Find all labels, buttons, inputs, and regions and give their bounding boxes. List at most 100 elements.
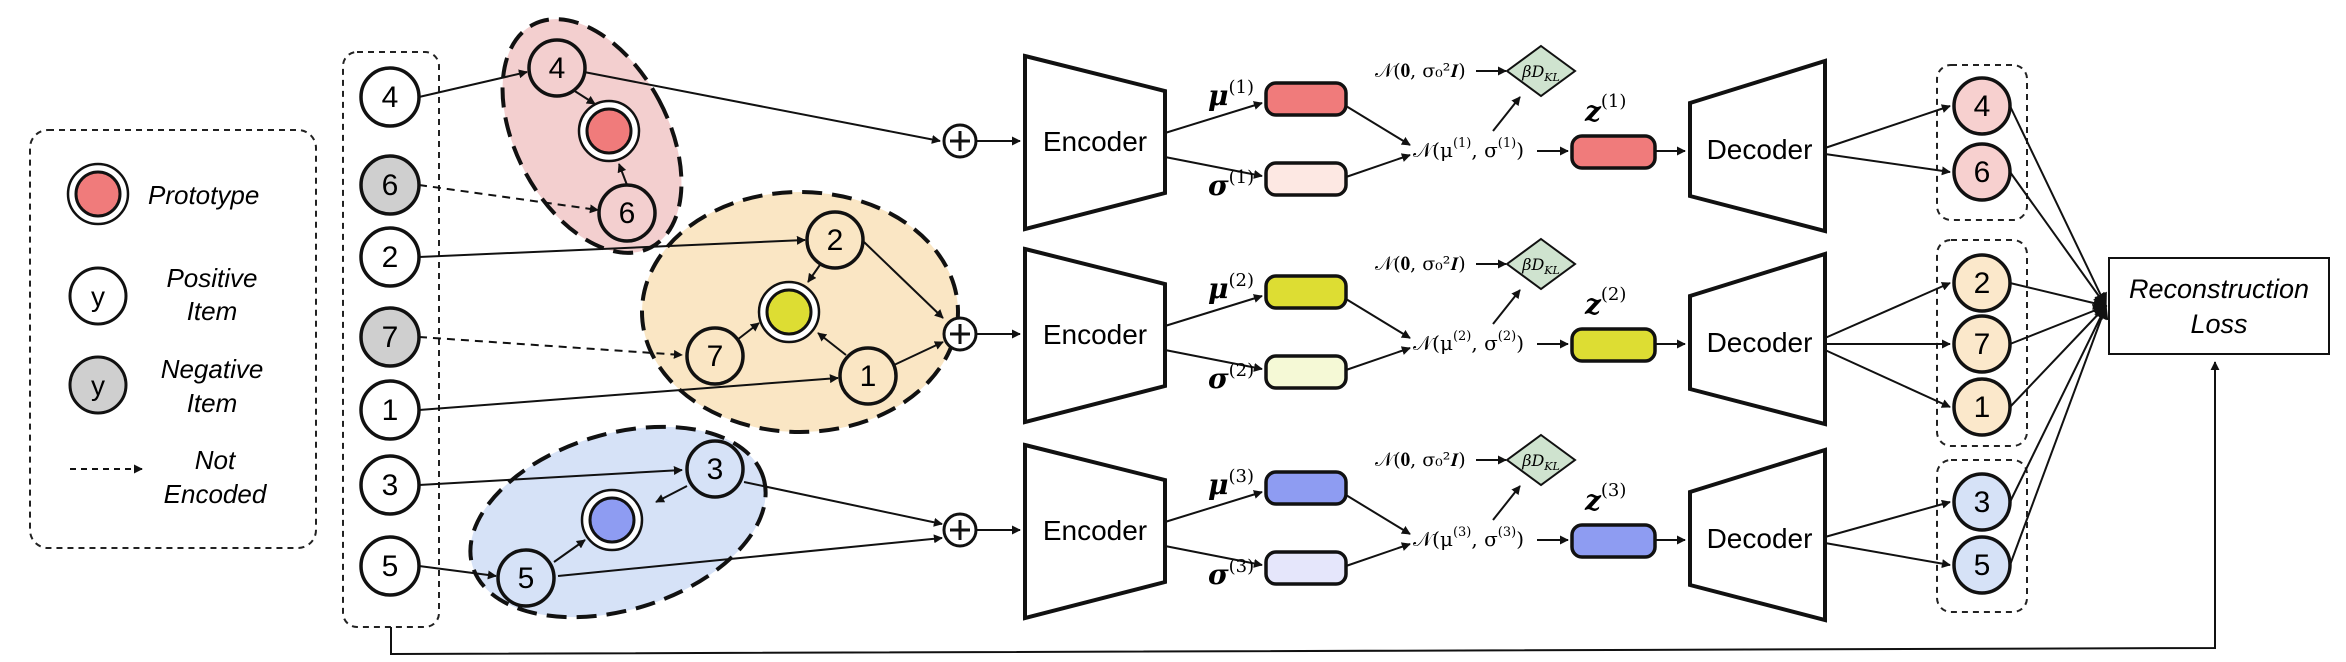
output-node-3: 3 [1952, 472, 2012, 532]
posterior-distribution-1: 𝒩(μ(1), σ(1)) [1413, 136, 1524, 162]
edge-sigma-dist-1 [1345, 153, 1411, 178]
edge-dist-kl-3 [1492, 485, 1521, 521]
edge-decoder-out-5 [1824, 542, 1951, 569]
cluster-2-node-1-circle [838, 346, 898, 406]
latent-vector-3 [1570, 523, 1657, 559]
cluster-3-prototype-inner [588, 496, 636, 544]
list-item-1: 1 [359, 379, 421, 441]
prototype-legend-icon-inner [74, 170, 122, 218]
edge-dist-kl-1 [1492, 96, 1521, 132]
output-node-5: 5 [1952, 535, 2012, 595]
legend-positive-line2: Item [187, 296, 238, 326]
edge-out-loss-3 [2009, 304, 2107, 503]
decoder-label-2: Decoder [1707, 327, 1813, 358]
positive-item-legend-icon [68, 266, 128, 326]
mu-vector-3 [1264, 470, 1348, 506]
edge-3-proto3 [655, 485, 688, 503]
cluster-3-node-5-circle [496, 548, 556, 608]
item-list-box [342, 51, 440, 628]
sigma-vector-2 [1264, 354, 1348, 390]
edge-dist-kl-2 [1492, 289, 1521, 325]
edge-encoder-sigma-1 [1164, 156, 1263, 179]
prior-distribution-2: 𝒩(𝟎, σ₀²𝑰) [1375, 253, 1466, 275]
output-group-3: 35 [1824, 304, 2109, 613]
cluster-2-node-7-label: 7 [707, 340, 724, 373]
edge-mu-dist-3 [1345, 494, 1411, 535]
output-node-7-label: 7 [1974, 328, 1991, 361]
sigma-superscript-1: (1) [1229, 167, 1255, 188]
output-node-6: 6 [1952, 142, 2012, 202]
sigma-label-1: σ(1) [1208, 167, 1254, 202]
edge-7-proto2 [736, 322, 760, 341]
edge-out-loss-4 [2009, 105, 2107, 308]
mu-label-1: μ(1) [1208, 77, 1254, 112]
sigma-symbol-1: σ [1208, 169, 1229, 202]
edge-list-2-cluster [418, 235, 806, 258]
cluster-1-node-6-circle [597, 183, 657, 243]
output-box-3 [1936, 459, 2028, 613]
output-node-4-label: 4 [1974, 90, 1991, 123]
mu-symbol-1: μ [1208, 79, 1229, 112]
edge-encoder-mu-1 [1164, 101, 1263, 134]
edge-list-5-cluster [418, 565, 497, 580]
output-node-2: 2 [1952, 253, 2012, 313]
posterior-distribution-3: 𝒩(μ(3), σ(3)) [1413, 525, 1524, 551]
list-item-2-label: 2 [382, 241, 399, 274]
encoder-1 [1023, 53, 1167, 232]
cluster-2-node-7-circle [685, 326, 745, 386]
mu-vector-1 [1264, 81, 1348, 117]
edge-decoder-out-3 [1824, 499, 1951, 538]
list-item-6: 6 [359, 154, 421, 216]
edge-decoder-out-1 [1824, 349, 1951, 408]
cluster-3-node-5: 5 [496, 548, 556, 608]
output-node-6-label: 6 [1974, 156, 1991, 189]
list-item-4-label: 4 [382, 81, 399, 114]
edge-out-loss-5 [2009, 304, 2109, 566]
edge-list-6-cluster [418, 184, 599, 214]
output-group-2: 271 [1824, 239, 2108, 447]
mu-superscript-1: (1) [1229, 77, 1255, 98]
encoder-label-3: Encoder [1043, 515, 1147, 546]
list-item-4: 4 [359, 66, 421, 128]
mu-symbol-3: μ [1208, 468, 1229, 501]
cluster-2-node-2-circle [805, 210, 865, 270]
reconstruction-loss-box [2108, 257, 2330, 355]
edge-out-loss-1 [2009, 304, 2107, 408]
edge-4-plus1 [583, 71, 941, 144]
encoder-2 [1023, 246, 1167, 425]
legend-positive-line1: Positive [166, 263, 257, 293]
decoder-label-1: Decoder [1707, 134, 1813, 165]
legend: Prototype y Positive Item y Negative Ite… [29, 129, 317, 549]
sigma-label-2: σ(2) [1208, 360, 1254, 395]
cluster-1-node-4-label: 4 [549, 52, 566, 85]
cluster-3-prototype [580, 488, 644, 552]
edge-2-plus2 [863, 241, 944, 319]
edge-out-loss-7 [2009, 304, 2108, 345]
edge-encoder-sigma-2 [1164, 349, 1263, 372]
kl-label-3: βDKL [1521, 451, 1560, 473]
kl-label-1: βDKL [1521, 62, 1560, 84]
edge-5-plus3 [557, 534, 943, 577]
edge-decoder-out-4 [1824, 104, 1951, 149]
edge-3-plus3 [743, 481, 943, 527]
list-item-3: 3 [359, 454, 421, 516]
edge-decoder-out-6 [1824, 153, 1951, 176]
list-item-5: 5 [359, 535, 421, 597]
cluster-1-prototype [577, 99, 641, 163]
edge-encoder-sigma-3 [1164, 545, 1263, 568]
reconstruction-loss: Reconstruction Loss [2108, 257, 2330, 355]
prior-distribution-3: 𝒩(𝟎, σ₀²𝑰) [1375, 449, 1466, 471]
encoder-label-2: Encoder [1043, 319, 1147, 350]
mu-label-2: μ(2) [1208, 270, 1254, 305]
sigma-vector-1 [1264, 161, 1348, 197]
kl-divergence-3 [1505, 433, 1577, 487]
latent-vector-1 [1570, 134, 1657, 170]
mu-vector-2 [1264, 274, 1348, 310]
cluster-2-node-2: 2 [805, 210, 865, 270]
output-node-4: 4 [1952, 76, 2012, 136]
sigma-label-3: σ(3) [1208, 556, 1254, 591]
edge-out-loss-2 [2009, 282, 2108, 310]
cluster-2-node-1: 1 [838, 346, 898, 406]
